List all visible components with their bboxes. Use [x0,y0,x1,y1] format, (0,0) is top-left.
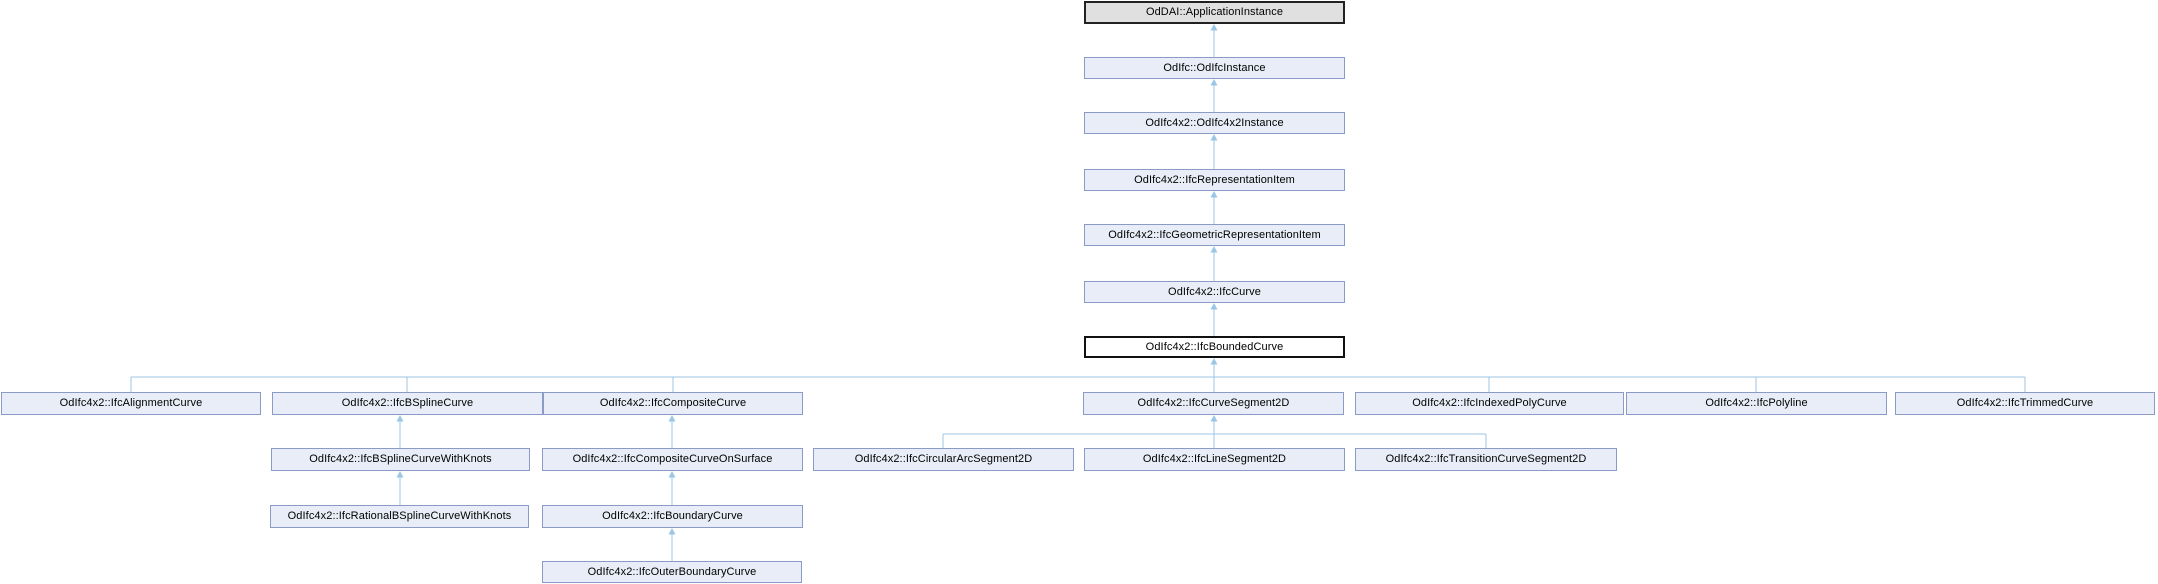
class-node-odifc4x2-instance[interactable]: OdIfc4x2::OdIfc4x2Instance [1084,112,1345,134]
class-node-label: OdIfc4x2::IfcRationalBSplineCurveWithKno… [287,510,512,522]
class-node-label: OdIfc4x2::IfcTrimmedCurve [1956,397,2094,409]
class-node-representation-item[interactable]: OdIfc4x2::IfcRepresentationItem [1084,169,1345,191]
class-node-label: OdIfc4x2::IfcRepresentationItem [1134,173,1295,186]
class-node-transition-curve-segment-2d[interactable]: OdIfc4x2::IfcTransitionCurveSegment2D [1355,448,1617,471]
class-node-label: OdIfc4x2::IfcBSplineCurve [341,397,474,409]
class-node-label: OdIfc4x2::IfcBSplineCurveWithKnots [309,453,492,465]
class-node-composite-curve[interactable]: OdIfc4x2::IfcCompositeCurve [543,392,803,415]
inheritance-arrowhead-up [1210,415,1218,422]
class-node-label: OdIfc4x2::IfcBoundedCurve [1145,340,1284,353]
inheritance-arrowhead-up [668,471,676,478]
class-node-label: OdIfc4x2::IfcCurveSegment2D [1137,397,1290,409]
class-node-bspline-curve[interactable]: OdIfc4x2::IfcBSplineCurve [272,392,543,415]
class-node-label: OdIfc4x2::IfcGeometricRepresentationItem [1108,228,1321,241]
inheritance-arrowhead-up [1210,246,1218,253]
class-node-curve[interactable]: OdIfc4x2::IfcCurve [1084,281,1345,303]
class-node-label: OdIfc4x2::IfcIndexedPolyCurve [1412,397,1567,409]
class-node-outer-boundary-curve[interactable]: OdIfc4x2::IfcOuterBoundaryCurve [542,561,802,583]
class-node-label: OdIfc4x2::IfcCompositeCurve [599,397,747,409]
inheritance-arrowhead-up [668,528,676,535]
class-node-label: OdIfc4x2::IfcOuterBoundaryCurve [587,565,757,578]
inheritance-arrowhead-up [1210,24,1218,31]
class-node-trimmed-curve[interactable]: OdIfc4x2::IfcTrimmedCurve [1895,392,2155,415]
class-node-app-instance[interactable]: OdDAI::ApplicationInstance [1084,1,1345,24]
class-node-label: OdIfc::OdIfcInstance [1163,61,1266,74]
inheritance-arrowhead-up [1210,303,1218,310]
class-node-label: OdIfc4x2::IfcPolyline [1705,397,1808,409]
class-node-polyline[interactable]: OdIfc4x2::IfcPolyline [1626,392,1887,415]
class-node-composite-curve-on-surface[interactable]: OdIfc4x2::IfcCompositeCurveOnSurface [542,448,803,471]
class-node-label: OdIfc4x2::OdIfc4x2Instance [1145,116,1284,129]
class-node-geometric-representation-item[interactable]: OdIfc4x2::IfcGeometricRepresentationItem [1084,224,1345,246]
inheritance-arrowhead-up [1210,191,1218,198]
class-node-circular-arc-segment-2d[interactable]: OdIfc4x2::IfcCircularArcSegment2D [813,448,1074,471]
inheritance-arrowhead-up [1210,79,1218,86]
class-node-rational-bspline-curve-with-knots[interactable]: OdIfc4x2::IfcRationalBSplineCurveWithKno… [270,505,529,528]
class-node-curve-segment-2d[interactable]: OdIfc4x2::IfcCurveSegment2D [1083,392,1344,415]
inheritance-arrowhead-up [668,415,676,422]
class-node-label: OdIfc4x2::IfcBoundaryCurve [602,510,743,522]
class-node-label: OdIfc4x2::IfcLineSegment2D [1142,453,1287,465]
class-node-label: OdIfc4x2::IfcAlignmentCurve [59,397,203,409]
inheritance-arrowhead-up [1210,358,1218,365]
class-node-indexed-poly-curve[interactable]: OdIfc4x2::IfcIndexedPolyCurve [1355,392,1624,415]
class-node-label: OdIfc4x2::IfcCompositeCurveOnSurface [572,453,773,465]
class-node-bounded-curve: OdIfc4x2::IfcBoundedCurve [1084,336,1345,358]
inheritance-arrowhead-up [396,471,404,478]
class-node-alignment-curve[interactable]: OdIfc4x2::IfcAlignmentCurve [1,392,261,415]
class-node-label: OdIfc4x2::IfcTransitionCurveSegment2D [1385,453,1587,465]
class-node-line-segment-2d[interactable]: OdIfc4x2::IfcLineSegment2D [1084,448,1345,471]
class-node-label: OdDAI::ApplicationInstance [1145,6,1284,18]
class-node-label: OdIfc4x2::IfcCurve [1168,285,1261,298]
class-node-label: OdIfc4x2::IfcCircularArcSegment2D [854,453,1033,465]
class-node-boundary-curve[interactable]: OdIfc4x2::IfcBoundaryCurve [542,505,803,528]
inheritance-arrowhead-up [1210,134,1218,141]
class-node-odifc-instance[interactable]: OdIfc::OdIfcInstance [1084,57,1345,79]
class-node-bspline-curve-with-knots[interactable]: OdIfc4x2::IfcBSplineCurveWithKnots [271,448,530,471]
inheritance-arrowhead-up [396,415,404,422]
